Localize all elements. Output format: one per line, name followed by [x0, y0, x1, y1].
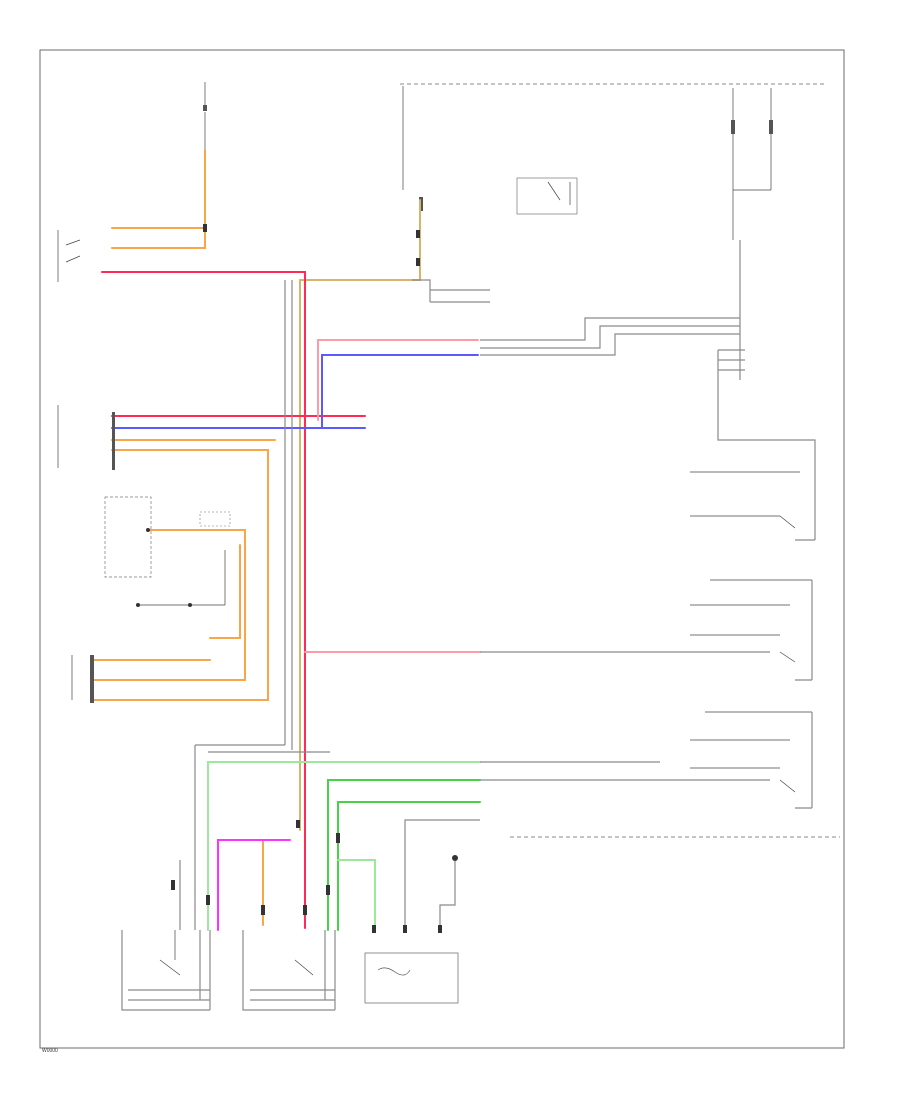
diagram-frame: [39, 49, 845, 1049]
relay-right-3: [690, 711, 813, 809]
fuse-left: [203, 82, 207, 150]
relay-right-1: [690, 471, 815, 541]
connector-left-mid: [57, 405, 115, 470]
switch-block-top-left: [57, 230, 81, 282]
connector-pins: [136, 224, 442, 933]
connector-left-low: [71, 655, 94, 703]
bottom-switch-2: [242, 930, 336, 1011]
relay-right-2: [690, 579, 813, 681]
fuse-right-2: [733, 88, 773, 191]
figure-code: W0000: [42, 1048, 58, 1054]
fuse-right-1: [731, 88, 735, 240]
bottom-switch-1: [121, 930, 211, 1011]
dashed-box-left: [104, 496, 152, 578]
relay-top-center: [516, 177, 578, 215]
bottom-motor-box: [364, 819, 480, 1004]
